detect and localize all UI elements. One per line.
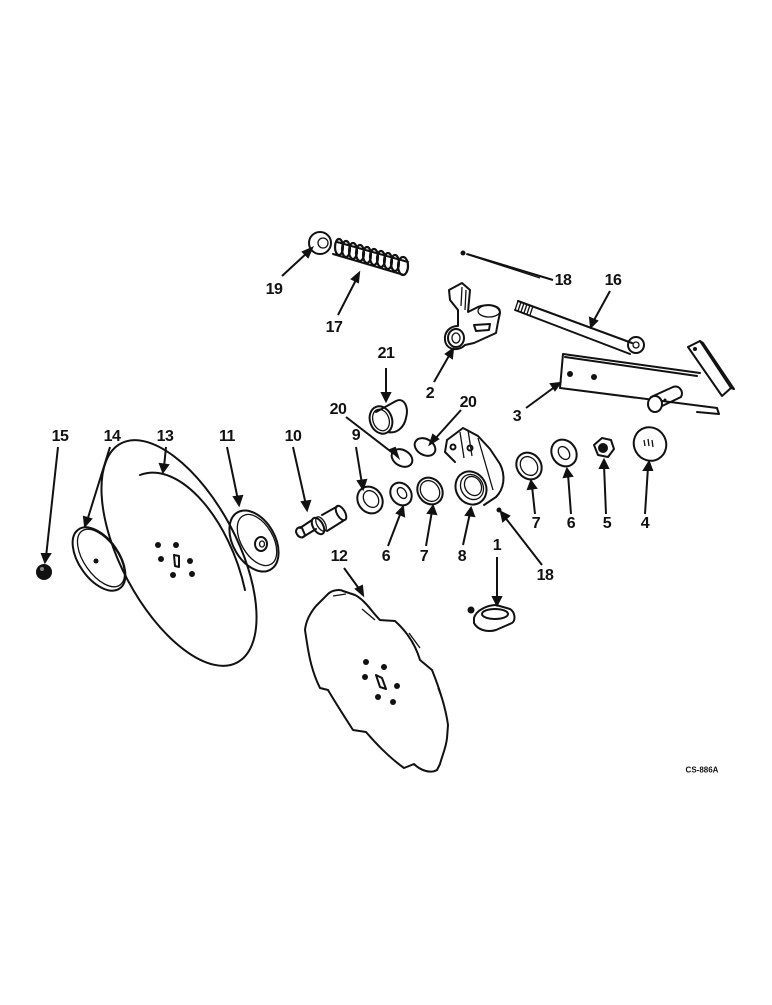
callout-6-left: 6 [381,548,391,565]
callout-7-left: 7 [419,548,429,565]
nut-cap-drawing [36,564,52,580]
inner-flange-drawing [228,509,280,573]
callout-11: 11 [219,428,235,445]
scraper-arm-drawing [559,340,735,415]
callout-8: 8 [457,548,467,565]
notched-disc-drawing [304,589,449,773]
bushing-drawing [368,399,408,435]
spring-drawing [332,237,410,277]
leader-lines [40,246,654,608]
nut-drawing [593,437,615,458]
bearing-cup-left-drawing [416,476,444,506]
callout-10: 10 [284,428,302,445]
callout-6-right: 6 [566,515,576,532]
bracket-arm-drawing [443,282,501,351]
callout-5: 5 [602,515,612,532]
bearing-cone-left-drawing [389,481,413,507]
spring-seat-drawing [308,231,332,255]
callout-14: 14 [103,428,121,445]
clamp-drawing [467,604,516,633]
plain-disc-drawing [100,439,258,667]
hub-housing-drawing [444,427,505,506]
rod-drawing [514,300,645,355]
callout-16: 16 [604,272,622,289]
callout-20-right: 20 [459,394,477,411]
callout-3: 3 [512,408,522,425]
seal-drawing [356,485,384,515]
callout-19: 19 [265,281,283,298]
callout-1: 1 [492,537,502,554]
bearing-cone-right-drawing [550,438,578,468]
callout-13: 13 [156,428,174,445]
washer-right-drawing [413,437,437,457]
callout-12: 12 [330,548,348,565]
callout-7-right: 7 [531,515,541,532]
outer-flange-drawing [71,526,127,592]
spindle-drawing [295,504,348,539]
callout-15: 15 [51,428,69,445]
callout-17: 17 [325,319,343,336]
callout-18-lower: 18 [536,567,554,584]
callout-21: 21 [377,345,395,362]
callout-18-top: 18 [554,272,572,289]
callout-4: 4 [640,515,650,532]
figure-code: CS-886A [685,765,719,775]
callout-2: 2 [425,385,435,402]
callout-9: 9 [351,427,361,444]
dust-cap-drawing [632,426,668,462]
callout-20-left: 20 [329,401,347,418]
bearing-cup-right-drawing [515,451,543,481]
